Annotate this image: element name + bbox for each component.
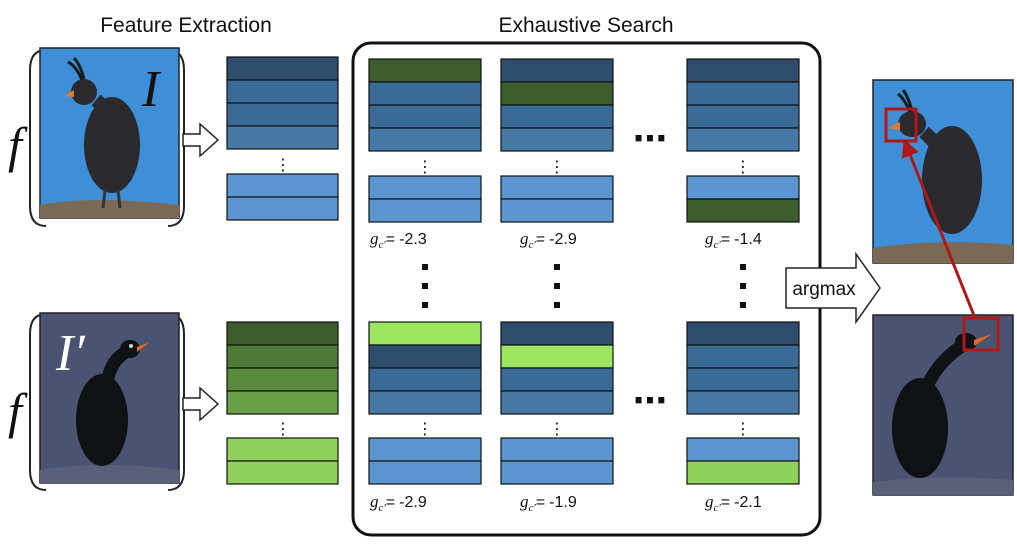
- paren-left-bottom: [29, 313, 47, 491]
- feature-cell: [226, 125, 339, 150]
- feature-stack-top: ⋮: [226, 56, 339, 221]
- score-label-bottom-1: gc′=-2.9: [370, 492, 427, 514]
- score-label-top-2: gc′=-2.9: [520, 229, 577, 251]
- vertical-ellipsis: ⋮: [549, 159, 565, 176]
- search-column-bottom-2: ⋮: [500, 321, 614, 485]
- search-cell: [500, 198, 614, 223]
- search-column-bottom-1: ⋮: [368, 321, 482, 485]
- search-cell: [500, 104, 614, 129]
- vertical-ellipsis: ⋮: [735, 421, 751, 438]
- feature-cell: [226, 344, 339, 369]
- search-cell: [686, 104, 800, 129]
- feature-cell: [226, 56, 339, 81]
- search-cell: [686, 81, 800, 106]
- search-cell: [368, 198, 482, 223]
- search-cell: [500, 58, 614, 83]
- vertical-ellipsis: ⋮: [549, 421, 565, 438]
- paren-left-top: [29, 49, 47, 227]
- feature-cell: [226, 102, 339, 127]
- search-column-top-3: ⋮: [686, 58, 800, 223]
- search-cell: [500, 81, 614, 106]
- function-f-bottom: f: [8, 383, 28, 439]
- feature-cell: [226, 367, 339, 392]
- hollow-arrow-top: [182, 122, 220, 158]
- vertical-ellipsis: ⋮: [275, 157, 291, 174]
- feature-cell: [226, 390, 339, 415]
- vertical-ellipsis-middle-1: [422, 264, 428, 308]
- search-cell: [368, 58, 482, 83]
- search-cell: [500, 321, 614, 346]
- search-cell: [500, 460, 614, 485]
- search-cell: [500, 437, 614, 462]
- feature-cell: [226, 79, 339, 104]
- search-cell: [686, 127, 800, 152]
- search-cell: [500, 390, 614, 415]
- hollow-arrow-bottom: [182, 386, 220, 422]
- feature-extraction-title: Feature Extraction: [100, 14, 272, 37]
- search-cell: [686, 321, 800, 346]
- search-column-top-2: ⋮: [500, 58, 614, 223]
- search-cell: [368, 321, 482, 346]
- argmax-arrow: [785, 251, 881, 325]
- search-cell: [686, 460, 800, 485]
- exhaustive-search-title: Exhaustive Search: [498, 14, 673, 37]
- search-cell: [368, 175, 482, 200]
- result-image-top: [872, 79, 1014, 264]
- vertical-ellipsis: ⋮: [275, 421, 291, 438]
- feature-cell: [226, 321, 339, 346]
- search-cell: [500, 367, 614, 392]
- image-label-I-prime: I′: [55, 325, 86, 382]
- vertical-ellipsis-middle-3: [740, 264, 746, 308]
- match-box-bottom: [962, 316, 1000, 352]
- source-image-top: I: [39, 47, 180, 219]
- search-cell: [368, 460, 482, 485]
- feature-cell: [226, 196, 339, 221]
- search-cell: [500, 175, 614, 200]
- search-cell: [686, 175, 800, 200]
- search-cell: [686, 198, 800, 223]
- vertical-ellipsis: ⋮: [417, 421, 433, 438]
- search-cell: [368, 344, 482, 369]
- horizontal-ellipsis-top: ⋯: [633, 119, 667, 159]
- feature-cell: [226, 460, 339, 485]
- result-image-bottom: [872, 314, 1014, 496]
- correspondence-arrow: [901, 138, 977, 319]
- search-cell: [686, 390, 800, 415]
- search-cell: [368, 127, 482, 152]
- search-cell: [686, 344, 800, 369]
- feature-cell: [226, 173, 339, 198]
- search-cell: [368, 104, 482, 129]
- search-cell: [368, 367, 482, 392]
- search-cell: [368, 81, 482, 106]
- vertical-ellipsis-middle-2: [554, 264, 560, 308]
- vertical-ellipsis: ⋮: [417, 159, 433, 176]
- score-label-top-1: gc′=-2.3: [370, 229, 427, 251]
- search-cell: [686, 367, 800, 392]
- argmax-label: argmax: [792, 279, 856, 300]
- score-label-bottom-2: gc′=-1.9: [520, 492, 577, 514]
- search-cell: [368, 437, 482, 462]
- search-cell: [686, 437, 800, 462]
- search-column-bottom-3: ⋮: [686, 321, 800, 485]
- score-label-top-3: gc′=-1.4: [705, 229, 762, 251]
- search-cell: [500, 127, 614, 152]
- search-column-top-1: ⋮: [368, 58, 482, 223]
- vertical-ellipsis: ⋮: [735, 159, 751, 176]
- search-cell: [686, 58, 800, 83]
- function-f-top: f: [8, 117, 28, 173]
- source-image-bottom: I′: [39, 312, 180, 484]
- search-cell: [368, 390, 482, 415]
- score-label-bottom-3: gc′=-2.1: [705, 492, 762, 514]
- search-cell: [500, 344, 614, 369]
- image-label-I: I: [141, 61, 162, 118]
- feature-stack-bottom: ⋮: [226, 321, 339, 485]
- horizontal-ellipsis-bottom: ⋯: [633, 381, 667, 421]
- feature-cell: [226, 437, 339, 462]
- match-box-top: [884, 107, 918, 143]
